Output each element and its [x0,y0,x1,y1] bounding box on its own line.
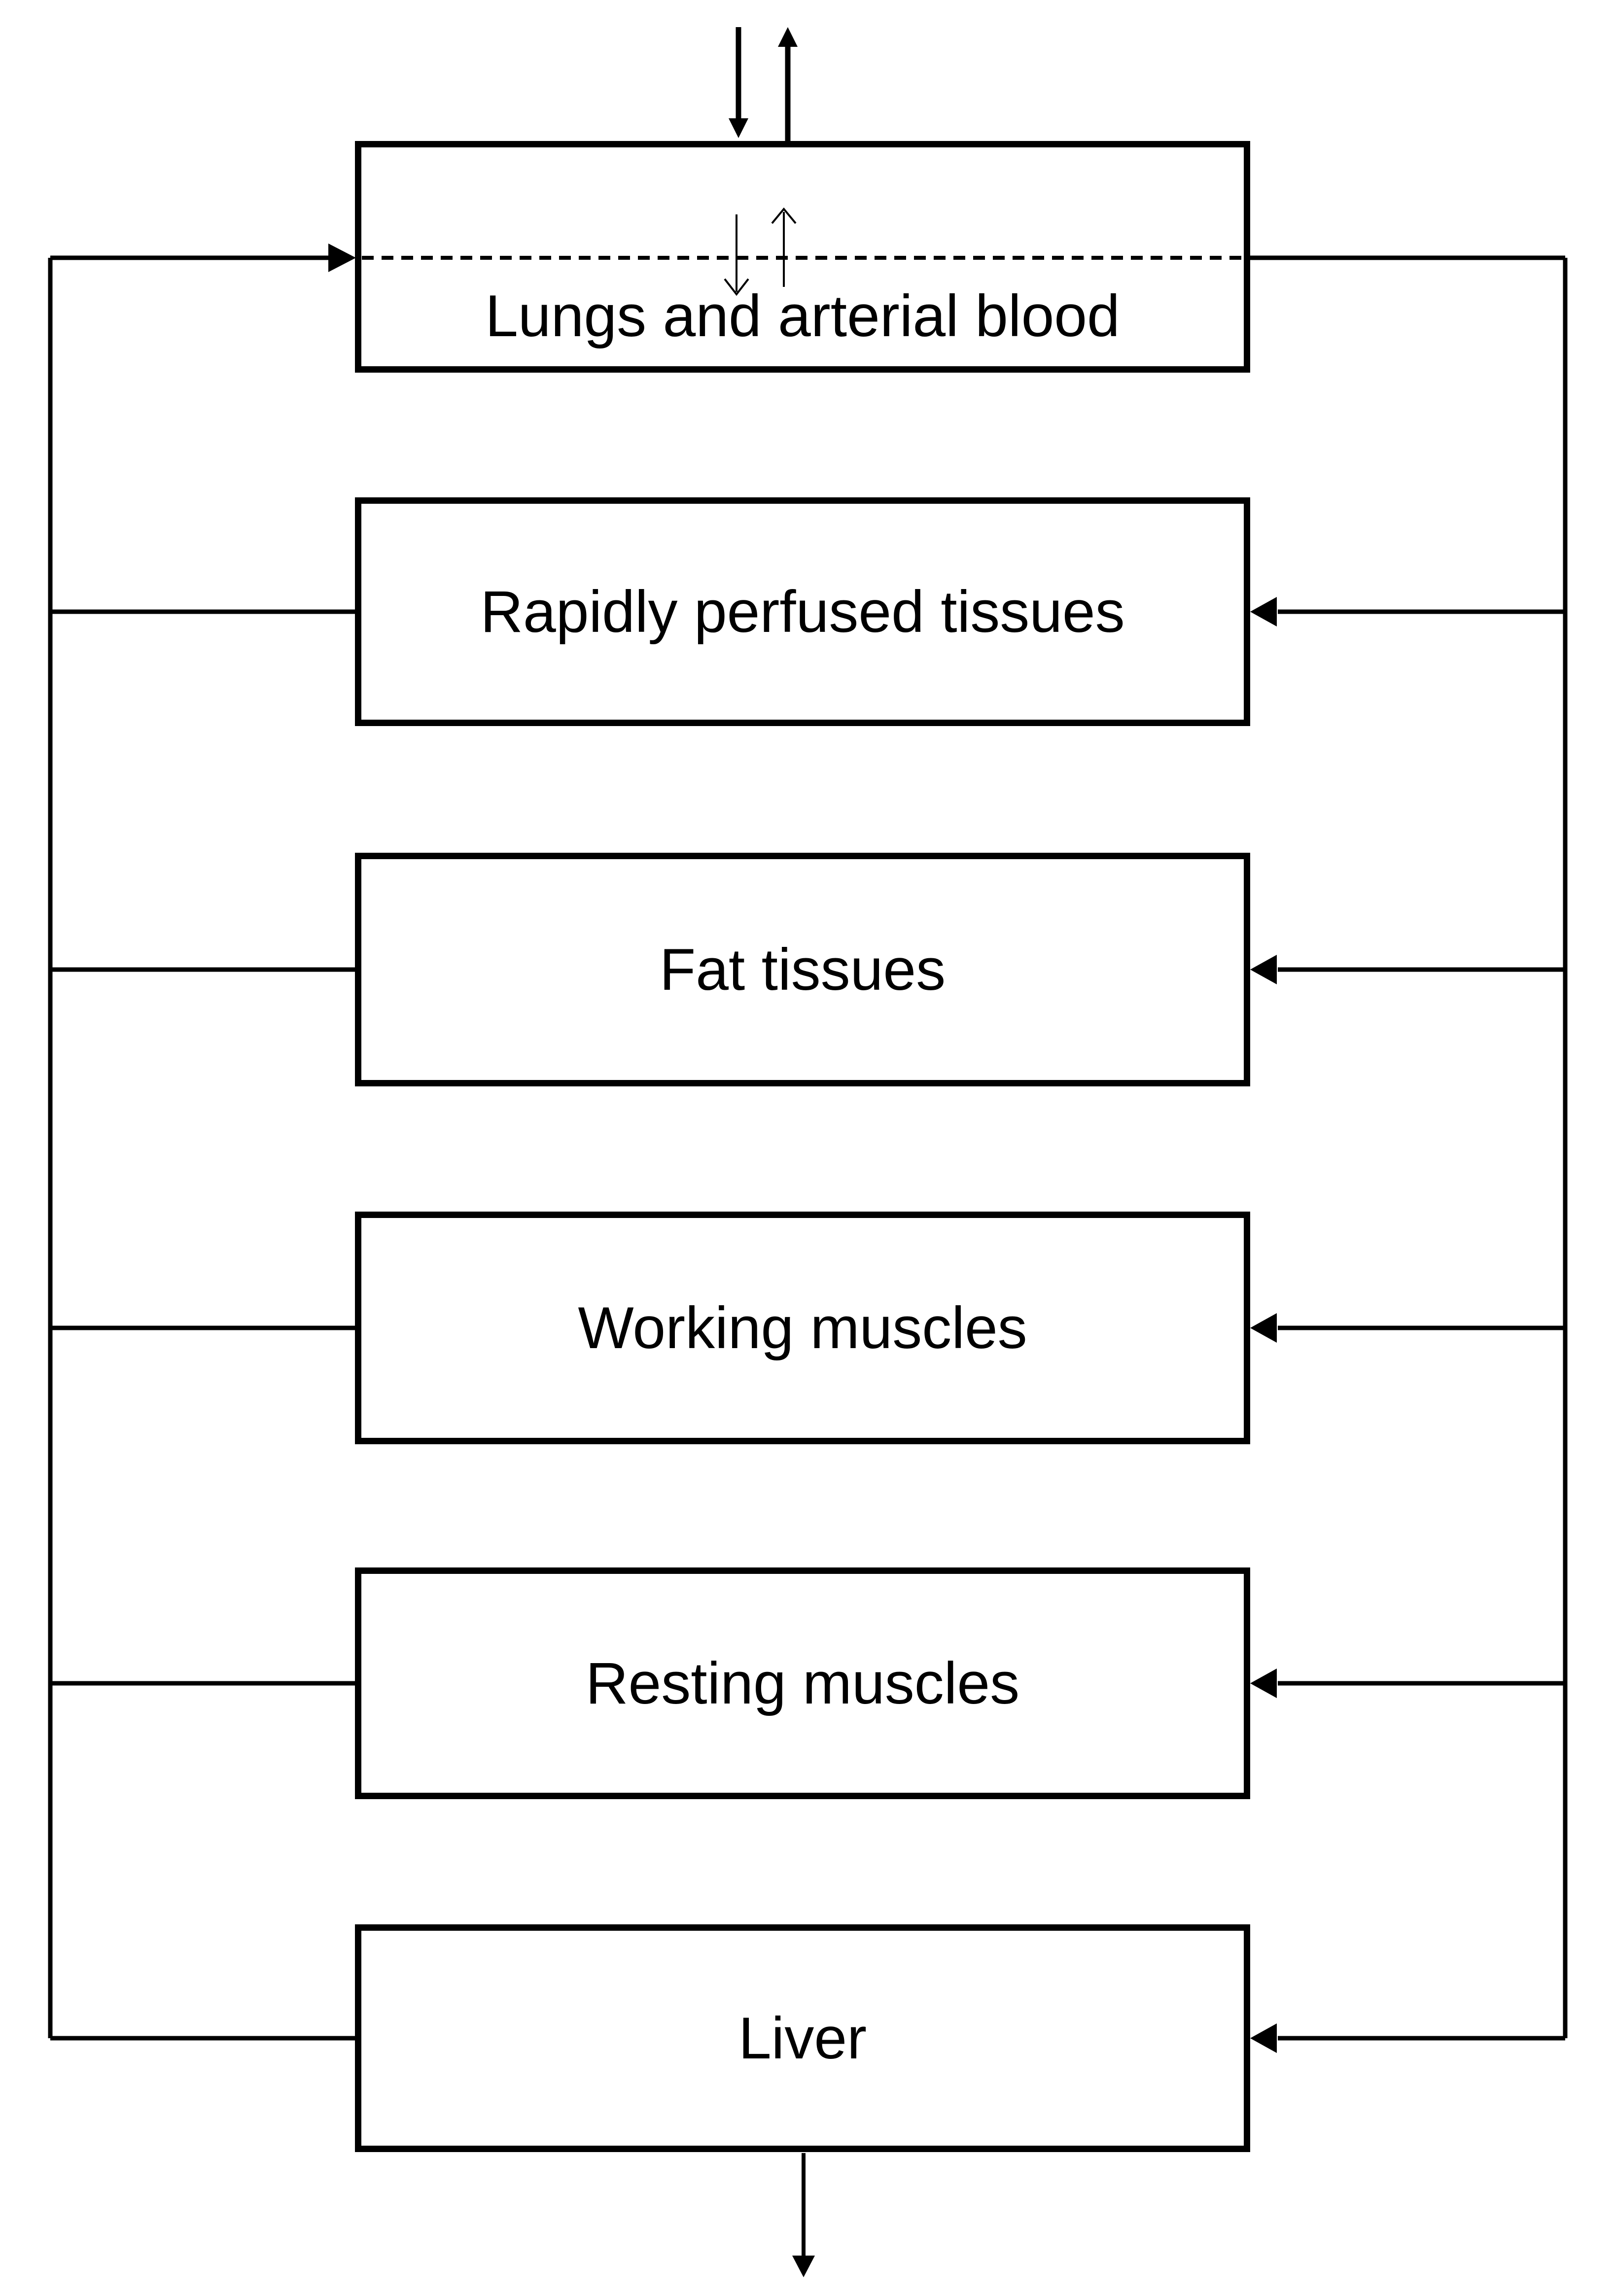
venous-to-lungs-arrow-head [328,244,356,272]
exhalation-arrow-head [778,27,798,47]
box-label-resting-muscles: Resting muscles [585,1650,1020,1716]
rapidly-perfused-supply-arrow-head [1250,597,1277,626]
box-lungs-and-arterial-blood: Lungs and arterial blood [355,141,1250,373]
box-label-fat: Fat tissues [659,937,946,1003]
alveolar-release-up-arrow-head [771,207,797,224]
exhalation-arrow [778,27,798,142]
box-working-muscles: Working muscles [355,1212,1250,1444]
liver-elimination-arrow [792,2153,815,2277]
liver-supply-arrow-head [1250,2023,1277,2053]
box-label-lungs: Lungs and arterial blood [485,283,1120,349]
inhalation-arrow-head [729,118,748,138]
rapidly-perfused-supply-arrow [1250,597,1565,626]
working-muscles-supply-arrow-head [1250,1313,1277,1343]
alveolar-release-up-arrow [771,207,797,287]
fat-supply-arrow [1250,955,1565,984]
box-label-liver: Liver [738,2005,867,2071]
box-label-rapidly-perfused: Rapidly perfused tissues [480,579,1125,645]
resting-muscles-supply-arrow [1250,1669,1565,1698]
alveolar-uptake-down-arrow [724,214,749,296]
box-rapidly-perfused-tissues: Rapidly perfused tissues [355,497,1250,726]
liver-elimination-arrow-head [792,2256,815,2277]
box-resting-muscles: Resting muscles [355,1567,1250,1799]
venous-to-lungs-arrow [50,244,356,272]
box-label-working-muscles: Working muscles [578,1295,1027,1361]
box-liver: Liver [355,1924,1250,2152]
alveolar-uptake-down-arrow-head [724,278,749,296]
working-muscles-supply-arrow [1250,1313,1565,1343]
fat-supply-arrow-head [1250,955,1277,984]
liver-supply-arrow [1250,2023,1565,2053]
inhalation-arrow [729,27,748,138]
resting-muscles-supply-arrow-head [1250,1669,1277,1698]
box-fat-tissues: Fat tissues [355,853,1250,1086]
